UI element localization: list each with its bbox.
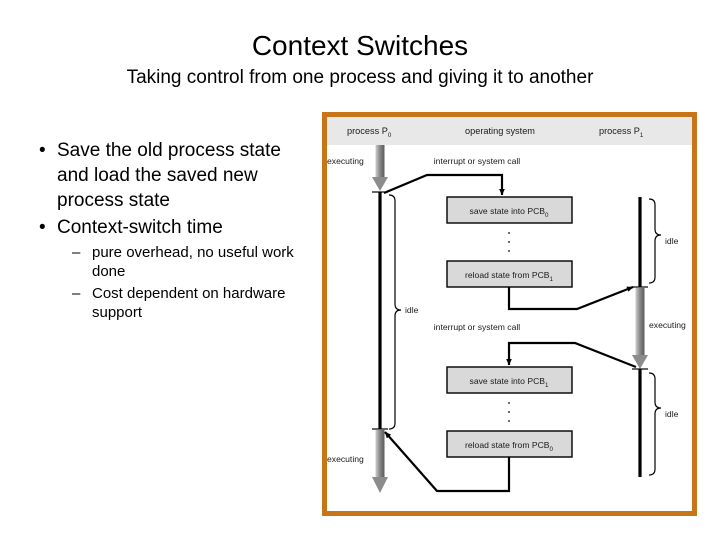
p0-idle-brace [388, 194, 402, 430]
box-label-reload-state-pcb0: reload state from PCB0 [465, 440, 554, 453]
box-save-state-pcb0 [446, 196, 573, 224]
p1-label-idle-bottom: idle [665, 409, 679, 419]
p0-executing-arrowhead-top [372, 177, 388, 191]
page-subtitle: Taking control from one process and givi… [126, 67, 594, 88]
interrupt-label-2: interrupt or system call [434, 322, 521, 332]
sub-bullet-item: – Cost dependent on hardware support [30, 284, 310, 322]
bullet-text: Save the old process state and load the … [57, 140, 281, 211]
p0-executing-bar-top [375, 145, 385, 183]
header-operating-system: operating system [465, 126, 535, 136]
p0-executing-arrowhead-bottom [372, 477, 388, 493]
p1-idle-brace-bottom [648, 372, 662, 476]
p1-executing-arrowhead [632, 355, 648, 369]
bullet-item: • Save the old process state and load th… [30, 138, 310, 213]
interrupt-label-1: interrupt or system call [434, 156, 521, 166]
box-save-state-pcb1 [446, 366, 573, 394]
sub-bullet-text: Cost dependent on hardware support [92, 285, 286, 321]
arrow-os-to-p1 [507, 285, 634, 311]
bullet-marker: • [39, 217, 46, 238]
arrow-os-to-p0 [384, 431, 511, 493]
sub-bullet-text: pure overhead, no useful work done [92, 244, 294, 280]
context-switch-diagram: process P0 operating system process P1 e… [322, 112, 697, 516]
sub-bullet-marker: – [72, 285, 81, 302]
page-title: Context Switches [251, 30, 469, 61]
header-process-p0: process P0 [347, 126, 392, 139]
bullet-marker: • [39, 140, 46, 161]
box-label-save-state-pcb0: save state into PCB0 [470, 206, 549, 219]
p1-executing-bar [635, 288, 645, 361]
ellipsis-2 [508, 402, 510, 422]
diagram-header-band [327, 117, 692, 145]
box-label-reload-state-pcb1: reload state from PCB1 [465, 270, 554, 283]
ellipsis-1 [508, 232, 510, 252]
sub-bullet-item: – pure overhead, no useful work done [30, 243, 310, 281]
arrow-p1-to-os [506, 341, 637, 369]
box-label-save-state-pcb1: save state into PCB1 [470, 376, 549, 389]
bullet-item: • Context-switch time [30, 215, 310, 240]
p1-label-idle-top: idle [665, 236, 679, 246]
box-reload-state-pcb0 [446, 430, 573, 458]
sub-bullet-marker: – [72, 244, 81, 261]
bullet-text: Context-switch time [57, 217, 223, 238]
bullet-list: • Save the old process state and load th… [30, 138, 310, 322]
header-process-p1: process P1 [599, 126, 644, 139]
p0-label-executing-bottom: executing [327, 454, 364, 464]
p1-idle-brace-top [648, 198, 662, 284]
p0-label-idle: idle [405, 305, 419, 315]
p0-label-executing-top: executing [327, 156, 364, 166]
p0-executing-bar-bottom [375, 430, 385, 482]
arrow-p0-to-os-1 [383, 173, 505, 196]
p1-label-executing: executing [649, 320, 686, 330]
diagram-canvas: process P0 operating system process P1 e… [327, 117, 692, 493]
